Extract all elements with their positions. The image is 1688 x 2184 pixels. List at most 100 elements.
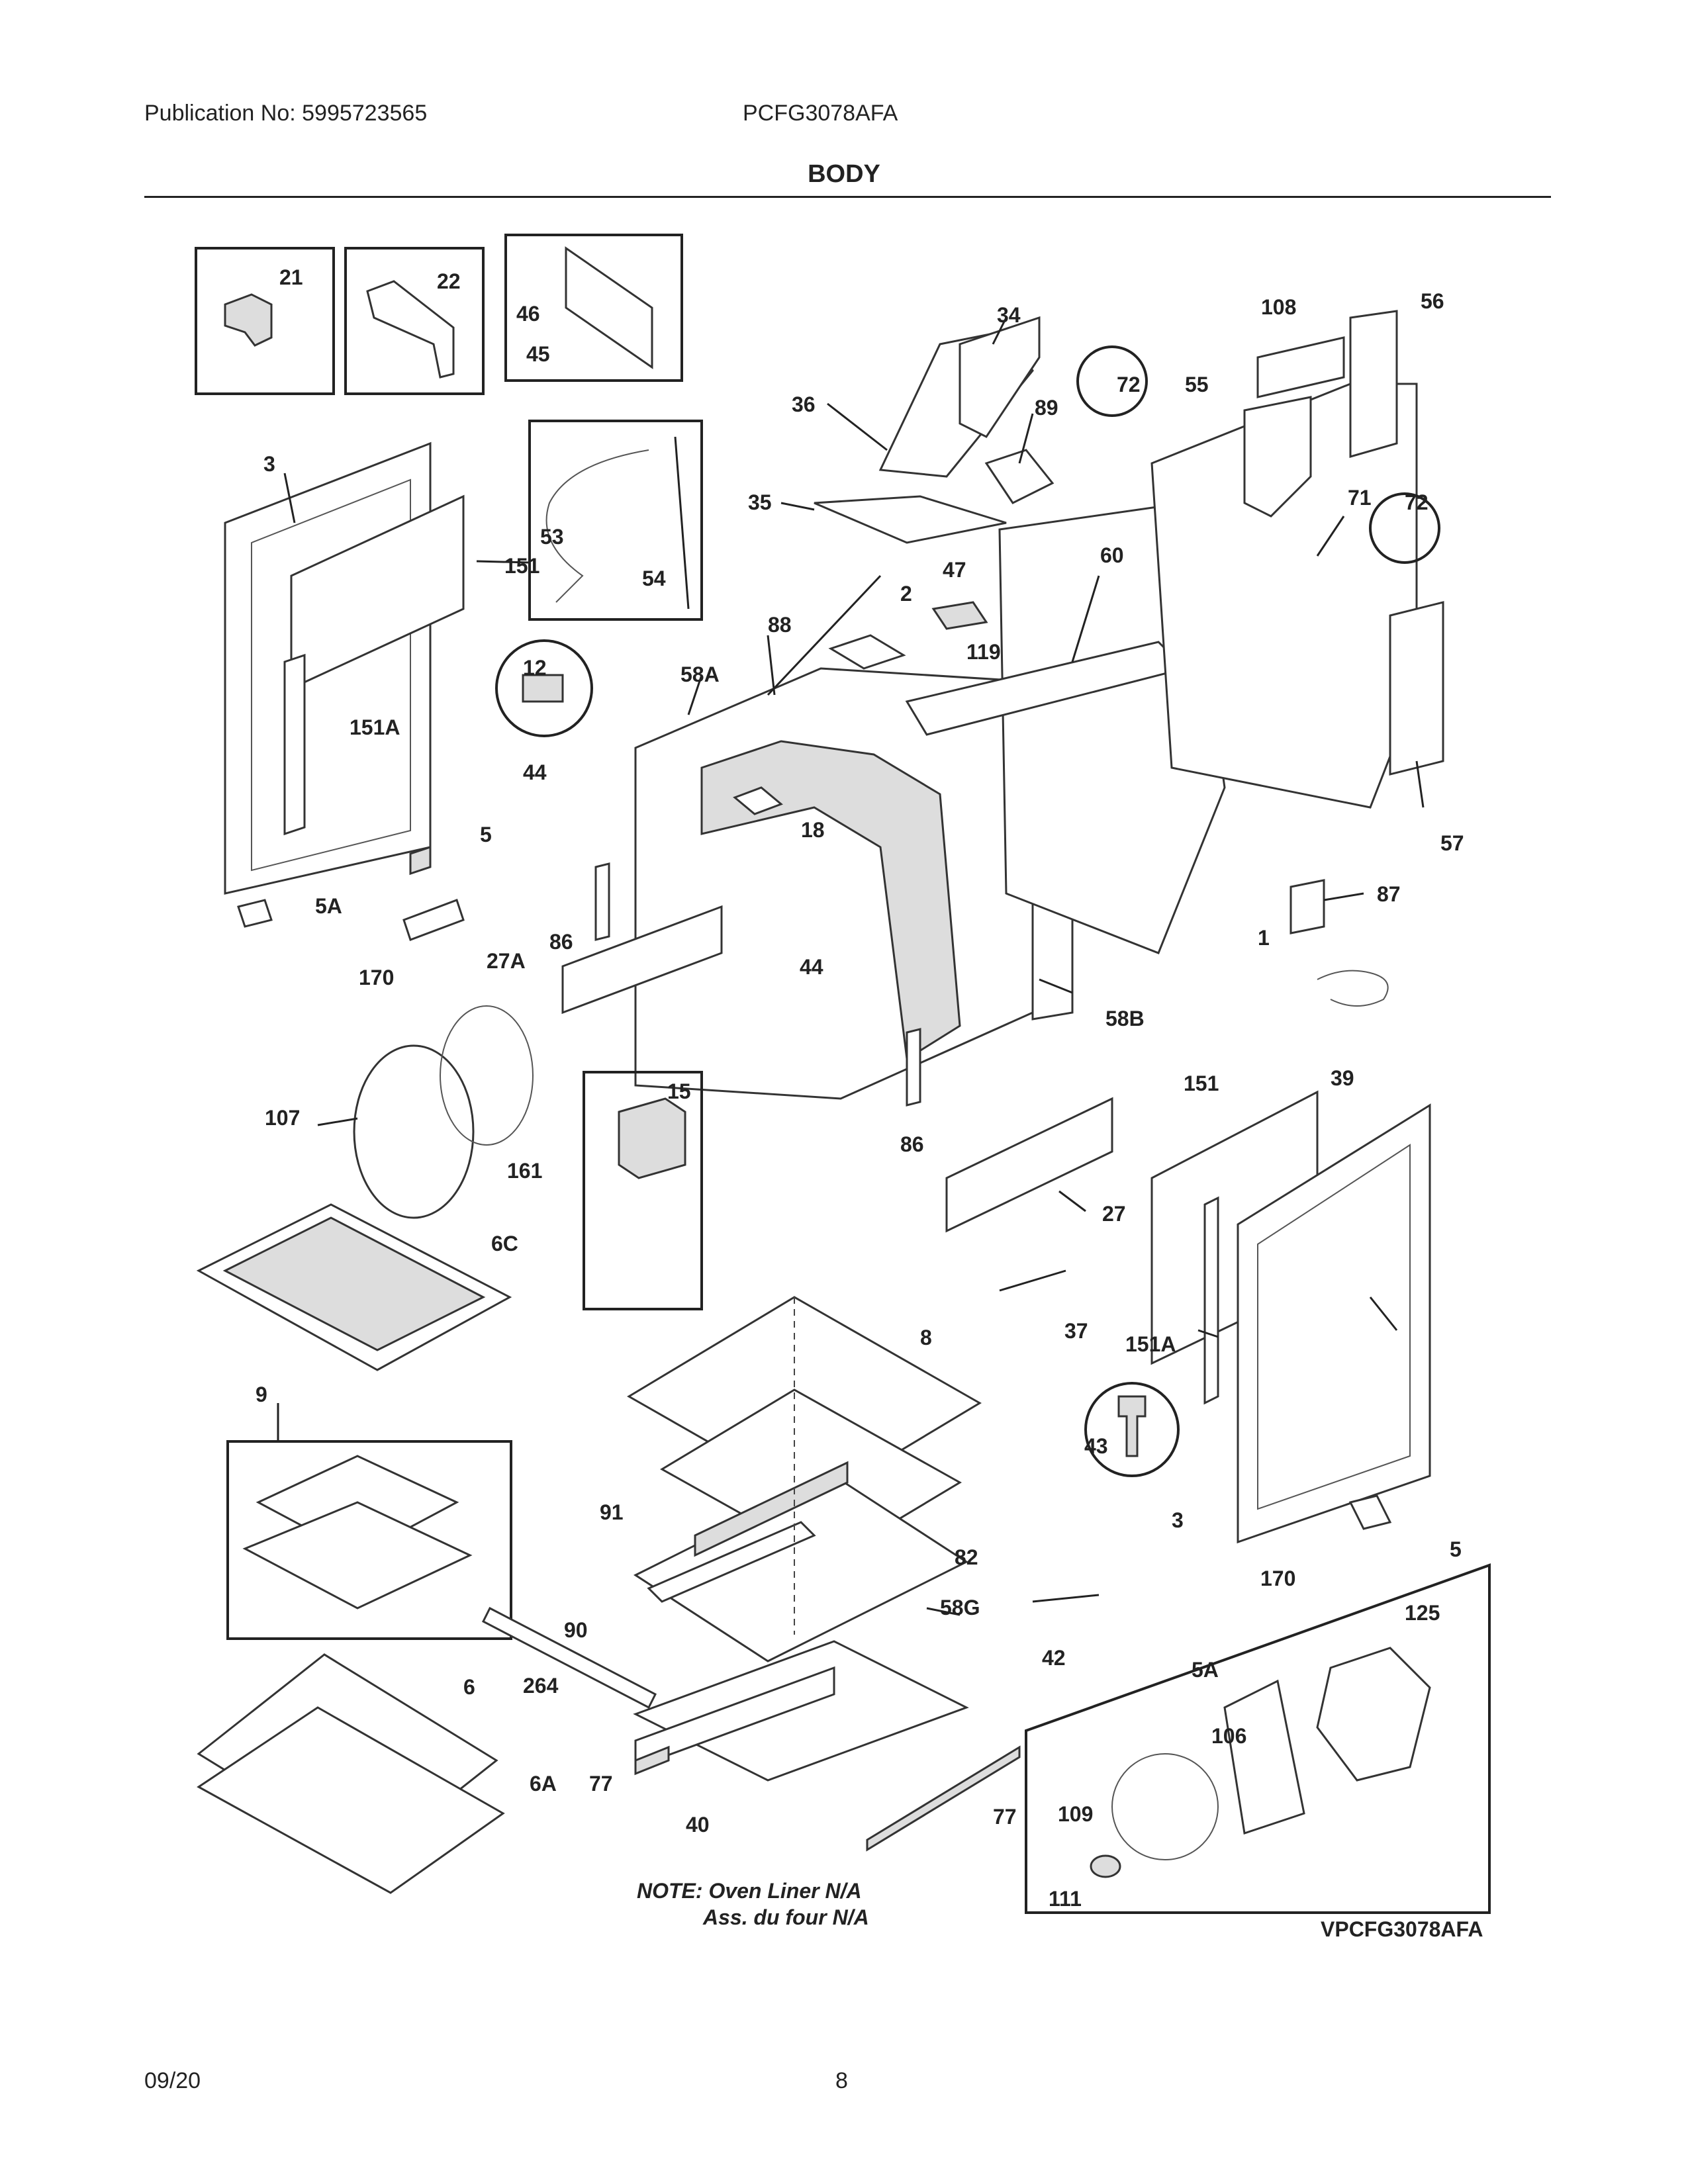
label-107: 107 <box>265 1106 300 1130</box>
label-54: 54 <box>642 567 666 590</box>
label-5A-right: 5A <box>1192 1658 1219 1682</box>
part-87-board <box>1289 879 1325 934</box>
label-53: 53 <box>540 525 564 549</box>
part-77-slide-right <box>866 1745 1021 1852</box>
label-108: 108 <box>1261 295 1296 319</box>
label-151: 151 <box>504 554 539 578</box>
note-line-1: NOTE: Oven Liner N/A <box>637 1879 862 1903</box>
label-44-upper: 44 <box>523 760 547 784</box>
part-43-screw <box>1117 1395 1147 1457</box>
section-title: BODY <box>808 160 880 188</box>
part-86-bracket-upper <box>594 862 610 941</box>
label-72-right: 72 <box>1405 490 1429 514</box>
label-47: 47 <box>943 558 966 582</box>
label-1: 1 <box>1258 926 1270 950</box>
label-42: 42 <box>1042 1646 1066 1670</box>
part-170-bracket-right <box>1348 1494 1392 1530</box>
part-6A-rack <box>197 1706 505 1894</box>
label-36: 36 <box>792 392 816 416</box>
inset-box-46-45 <box>504 234 683 382</box>
part-57-cover <box>1389 601 1444 776</box>
part-27A-rail <box>561 905 723 1015</box>
label-8: 8 <box>920 1326 932 1349</box>
label-40: 40 <box>686 1813 710 1837</box>
part-109-fan-blade <box>1111 1753 1219 1860</box>
oven-cavity <box>634 667 1034 1100</box>
part-55-bracket <box>1243 396 1312 518</box>
label-45: 45 <box>526 342 550 366</box>
label-151A: 151A <box>350 715 400 739</box>
label-35: 35 <box>748 490 772 514</box>
label-15: 15 <box>667 1079 691 1103</box>
part-151A-strip-right <box>1203 1196 1219 1405</box>
part-90-channel <box>647 1521 816 1603</box>
label-87: 87 <box>1377 882 1401 906</box>
label-37: 37 <box>1064 1319 1088 1343</box>
label-71: 71 <box>1348 486 1372 510</box>
label-58B: 58B <box>1105 1007 1145 1030</box>
page-number: 8 <box>835 2068 848 2093</box>
detail-circle-72-left <box>1076 345 1148 417</box>
part-15-box <box>618 1097 686 1179</box>
detail-circle-72-right <box>1369 492 1440 564</box>
part-3-inner-right <box>1257 1144 1411 1510</box>
label-88: 88 <box>768 613 792 637</box>
label-6: 6 <box>463 1675 475 1699</box>
part-151-insulation <box>290 494 465 690</box>
part-54-rod <box>674 436 690 610</box>
part-111-nut <box>1090 1854 1121 1878</box>
part-3-side-panel-right <box>1237 1103 1431 1544</box>
part-58A-insulation <box>700 740 961 1061</box>
part-40-drawer <box>633 1640 969 1782</box>
inset-box-15 <box>583 1071 703 1310</box>
label-21: 21 <box>279 265 303 289</box>
label-22: 22 <box>437 269 461 293</box>
label-151-right: 151 <box>1184 1071 1219 1095</box>
part-107-fan-cover <box>353 1044 475 1219</box>
part-39-cord <box>1317 970 1389 1007</box>
label-119: 119 <box>966 640 1001 664</box>
part-37-wire <box>999 1269 1066 1292</box>
label-111: 111 <box>1049 1887 1082 1911</box>
label-27: 27 <box>1102 1202 1126 1226</box>
part-77-slide-left <box>634 1745 670 1776</box>
label-125: 125 <box>1405 1601 1440 1625</box>
label-58G: 58G <box>940 1596 980 1619</box>
label-3-right: 3 <box>1172 1508 1184 1532</box>
label-91: 91 <box>600 1500 624 1524</box>
part-106-bracket <box>1223 1679 1305 1835</box>
part-21-block <box>224 293 273 347</box>
header-rule <box>144 196 1551 198</box>
label-2: 2 <box>900 582 912 606</box>
fan-inset-label: VPCFG3078AFA <box>1321 1917 1483 1941</box>
part-number-labels: 21 22 46 45 34 108 56 72 55 36 89 3 53 1… <box>256 265 1464 1911</box>
label-6C: 6C <box>491 1232 518 1255</box>
label-57: 57 <box>1440 831 1464 855</box>
leader-lines <box>277 317 1425 1616</box>
label-27A: 27A <box>487 949 526 973</box>
detail-circle-43 <box>1084 1382 1180 1477</box>
part-89-bracket <box>984 449 1055 504</box>
label-89: 89 <box>1035 396 1058 420</box>
label-109: 109 <box>1058 1802 1093 1826</box>
label-72-left: 72 <box>1117 373 1141 396</box>
part-40-drawer-front <box>634 1666 835 1769</box>
part-56-bracket <box>1349 310 1398 458</box>
label-5-right: 5 <box>1450 1537 1462 1561</box>
footer-date: 09/20 <box>144 2068 201 2093</box>
part-18-clip <box>733 786 783 815</box>
part-22-bracket <box>366 280 455 379</box>
part-2-plate <box>828 634 906 670</box>
label-60: 60 <box>1100 543 1124 567</box>
part-125-motor <box>1316 1647 1431 1782</box>
label-43: 43 <box>1084 1434 1108 1458</box>
part-35-gasket <box>814 495 1007 544</box>
label-86-lower: 86 <box>900 1132 924 1156</box>
publication-number: Publication No: 5995723565 <box>144 101 428 126</box>
label-82: 82 <box>955 1545 978 1569</box>
part-264-rail <box>481 1606 657 1709</box>
note-line-2: Ass. du four N/A <box>702 1905 869 1929</box>
label-77-left: 77 <box>589 1772 613 1796</box>
part-9-pan <box>242 1501 473 1610</box>
label-90: 90 <box>564 1618 588 1642</box>
